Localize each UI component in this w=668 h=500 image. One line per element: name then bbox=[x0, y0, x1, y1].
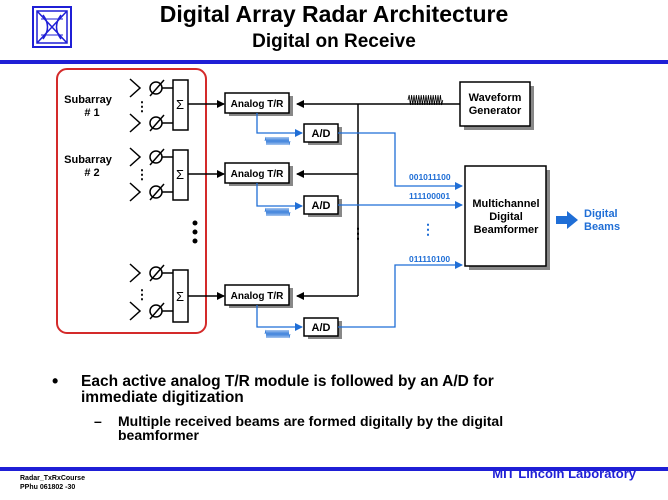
mit-ll-logo-icon bbox=[32, 6, 72, 48]
subarray-2-elements bbox=[129, 147, 225, 202]
bullet-line-1: Each active analog T/R module is followe… bbox=[81, 373, 494, 390]
tr-module-n-label: Analog T/R bbox=[231, 291, 285, 302]
page-subtitle: Digital on Receive bbox=[252, 31, 416, 52]
page-title: Digital Array Radar Architecture bbox=[159, 1, 509, 27]
output-arrow-icon bbox=[556, 211, 578, 229]
transmit-feed-lines bbox=[296, 100, 460, 300]
subarray-2-dots: ⋮ bbox=[136, 167, 149, 182]
ad-converter-n-label: A/D bbox=[312, 322, 331, 334]
rx-waveform-icon-1 bbox=[264, 136, 291, 146]
footer-rule bbox=[0, 467, 668, 471]
subarray-1-label: Subarray bbox=[64, 94, 113, 106]
beamformer-box[interactable] bbox=[464, 165, 547, 267]
output-label-line2: Beams bbox=[584, 221, 620, 233]
sum-symbol-2: Σ bbox=[176, 167, 184, 182]
footer-lab-name: MIT Lincoln Laboratory bbox=[492, 466, 636, 481]
sub-bullet-line-2: beamformer bbox=[118, 427, 199, 443]
waveform-generator-line1: Waveform bbox=[469, 92, 522, 104]
footer-course-info: Radar_TxRxCourse PPhu 061802 -30 bbox=[20, 474, 85, 492]
waveform-generator-line2: Generator bbox=[469, 105, 522, 117]
data-path-dots: ⋮ bbox=[421, 221, 435, 237]
bullet-dot-icon: • bbox=[52, 371, 59, 391]
tr-module-2-label: Analog T/R bbox=[231, 169, 285, 180]
ad-converter-1-label: A/D bbox=[312, 128, 331, 140]
subarray-n-elements bbox=[129, 263, 225, 323]
waveform-generator-box bbox=[459, 81, 531, 127]
rx-waveform-icon-n bbox=[264, 329, 291, 339]
bullet-list: • Each active analog T/R module is follo… bbox=[48, 371, 648, 442]
bit-code-2: 111100001 bbox=[409, 191, 450, 201]
subarray-1-dots: ⋮ bbox=[136, 99, 149, 114]
sub-bullet-dash: – bbox=[94, 413, 102, 429]
output-label-line1: Digital bbox=[584, 208, 618, 220]
header-rule bbox=[0, 60, 668, 64]
transmit-waveform-icon bbox=[407, 94, 444, 106]
sub-bullet-line-1: Multiple received beams are formed digit… bbox=[118, 413, 504, 429]
subarray-2-label: Subarray bbox=[64, 154, 113, 166]
footer-course: Radar_TxRxCourse bbox=[20, 475, 85, 482]
subarray-2-number: # 2 bbox=[84, 167, 99, 179]
subarray-ellipsis bbox=[192, 220, 198, 244]
bullet-line-2: immediate digitization bbox=[81, 389, 244, 406]
beamformer-line1: Multichannel bbox=[472, 198, 539, 210]
ad-converter-2-label: A/D bbox=[312, 200, 331, 212]
beamformer-line3: Beamformer bbox=[474, 224, 540, 236]
bullet-item: • Each active analog T/R module is follo… bbox=[48, 371, 648, 406]
sum-symbol-n: Σ bbox=[176, 289, 184, 304]
subarray-1-number: # 1 bbox=[84, 107, 99, 119]
transmit-dots: ⋮ bbox=[351, 225, 365, 241]
bit-code-n: 011110100 bbox=[409, 254, 450, 264]
subarray-n-dots: ⋮ bbox=[136, 287, 149, 302]
sum-symbol-1: Σ bbox=[176, 97, 184, 112]
footer-code: PPhu 061802 -30 bbox=[20, 484, 76, 491]
subarray-highlight-box bbox=[56, 68, 207, 334]
subarray-1-elements bbox=[129, 78, 225, 133]
architecture-diagram: Subarray # 1 Subarray # 2 ⋮ Σ ⋮ Σ bbox=[56, 68, 620, 339]
tr-module-1-label: Analog T/R bbox=[231, 99, 285, 110]
sub-bullet-item: – Multiple received beams are formed dig… bbox=[48, 414, 648, 442]
digital-data-paths bbox=[338, 132, 463, 328]
receive-paths bbox=[256, 113, 303, 331]
rx-waveform-icon-2 bbox=[264, 207, 291, 217]
bit-code-1: 001011100 bbox=[409, 172, 451, 182]
beamformer-line2: Digital bbox=[489, 211, 523, 223]
